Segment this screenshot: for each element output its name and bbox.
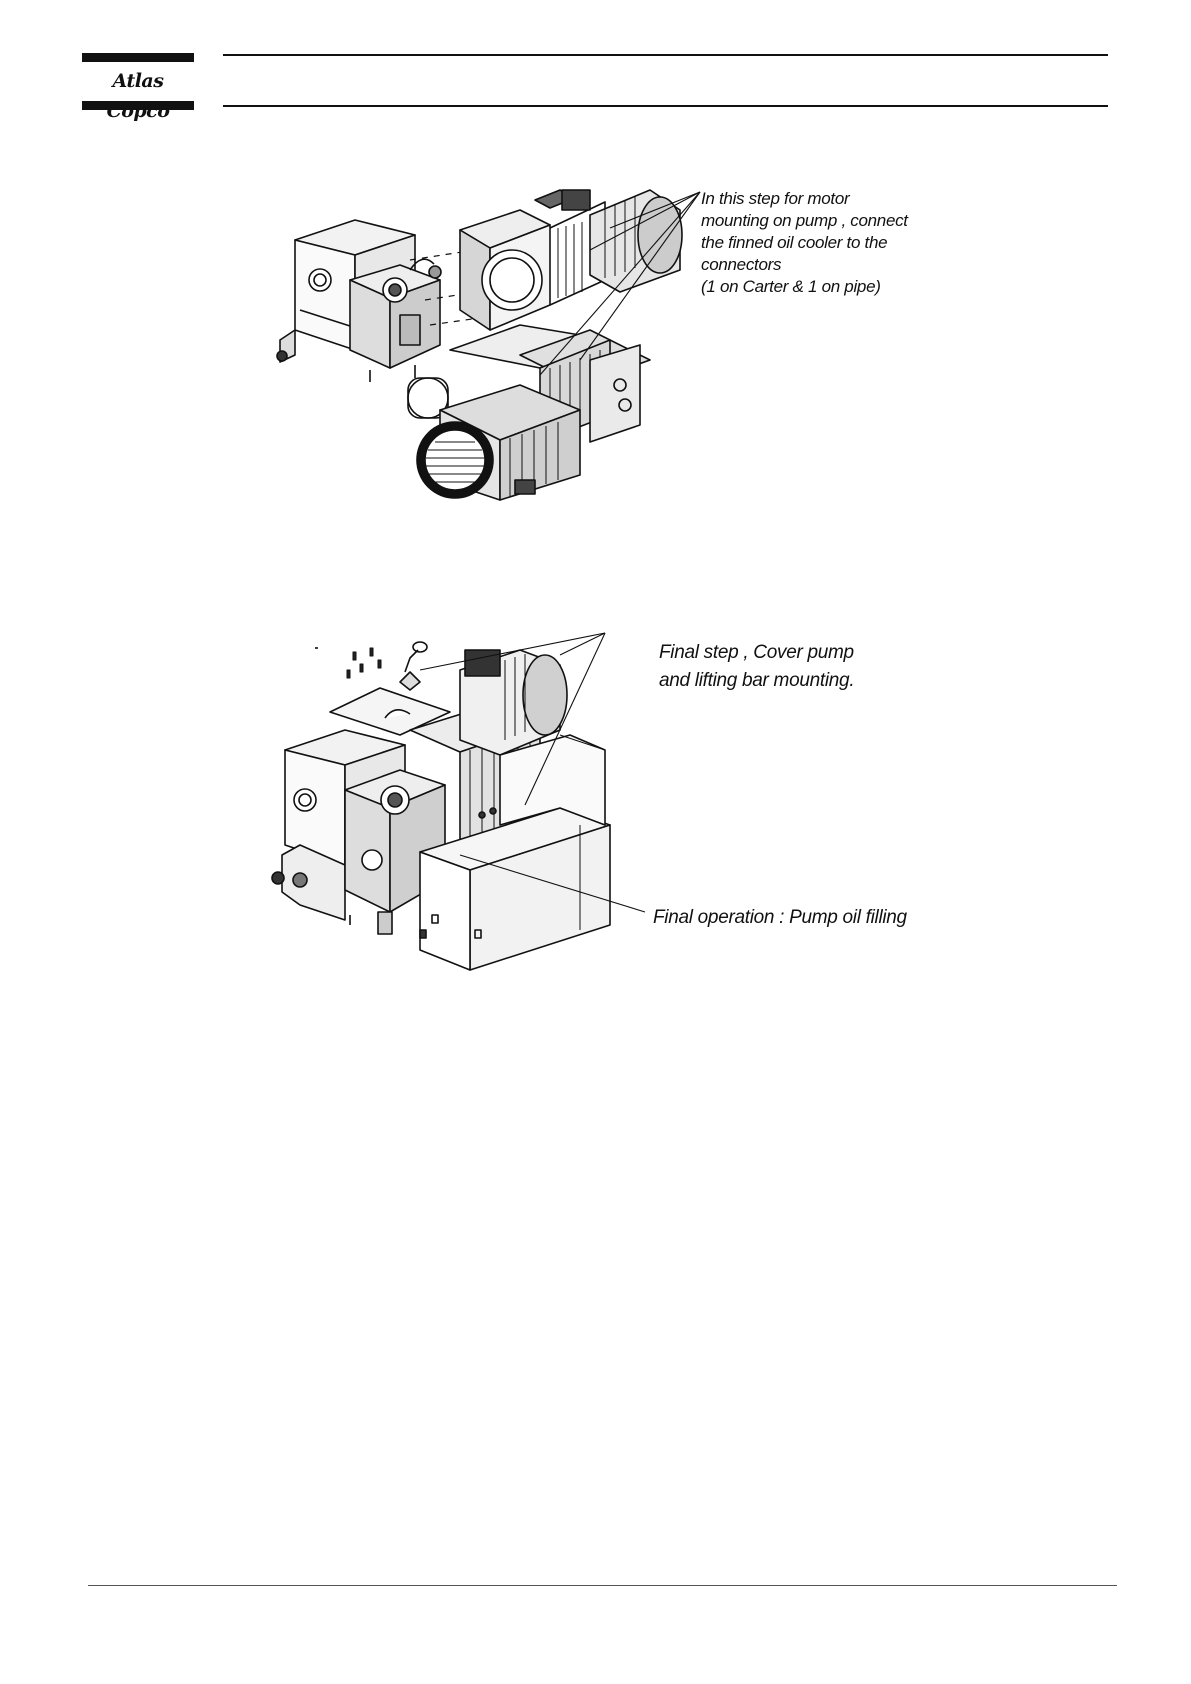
logo-bar-bottom [82, 101, 194, 110]
callout-line: and lifting bar mounting. [659, 667, 854, 695]
cover-plate-and-lifting-bar [315, 642, 450, 735]
cover-pump-illustration [260, 630, 980, 1045]
header-rule-top [223, 54, 1108, 56]
callout-line: Final step , Cover pump [659, 639, 854, 667]
lower-assembled-unit [408, 325, 650, 500]
logo-bar-top [82, 53, 194, 62]
oil-filling-callout: Final operation : Pump oil filling [653, 907, 907, 929]
cover-housing [420, 735, 610, 970]
pump-block [350, 259, 441, 382]
upper-motor-assembly [460, 190, 682, 330]
callout-line: In this step for motor [701, 188, 908, 210]
header-rule-bottom [223, 105, 1108, 107]
footer-rule [88, 1585, 1117, 1586]
motor-mounting-callout: In this step for motor mounting on pump … [701, 188, 908, 298]
atlas-copco-logo: Atlas Copco [82, 53, 194, 110]
logo-text: Atlas Copco [82, 66, 194, 126]
cover-pump-callout: Final step , Cover pump and lifting bar … [659, 639, 854, 695]
callout-line: the finned oil cooler to the [701, 232, 908, 254]
callout-line: mounting on pump , connect [701, 210, 908, 232]
callout-line: connectors [701, 254, 908, 276]
callout-line: (1 on Carter & 1 on pipe) [701, 276, 908, 298]
